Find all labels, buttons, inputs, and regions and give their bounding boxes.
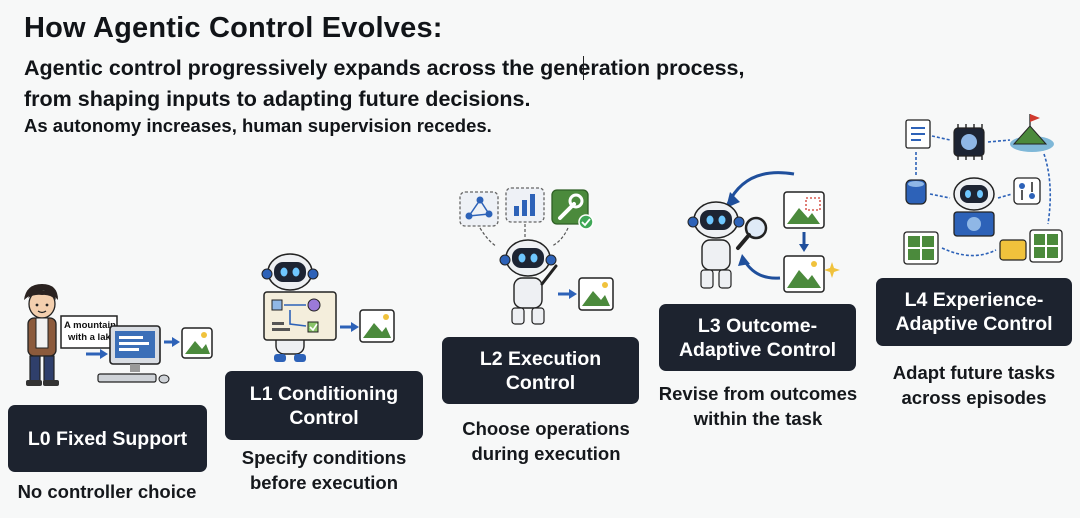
- computer-icon: [97, 325, 170, 384]
- l0-illustration: A mountain with a lake: [24, 284, 213, 386]
- level-box-l2: L2 Execution Control: [442, 337, 639, 404]
- level-box-l4: L4 Experience- Adaptive Control: [876, 278, 1072, 346]
- level-label-l4-line-2: Adaptive Control: [895, 313, 1053, 335]
- l1-illustration: [261, 253, 395, 362]
- level-desc-l2-line-1: Choose operations: [462, 418, 630, 439]
- level-desc-l4-line-2: across episodes: [901, 387, 1047, 408]
- graph-tool-icon: [459, 191, 499, 227]
- level-box-l1: L1 Conditioning Control: [225, 371, 423, 440]
- prompt-speech-bubble: A mountain with a lake: [60, 315, 118, 349]
- level-label-l1-line-1: L1 Conditioning: [249, 382, 399, 405]
- document-icon: [905, 119, 931, 149]
- l4-illustration: [903, 114, 1063, 265]
- subtitle-line-2: from shaping inputs to adapting future d…: [24, 87, 531, 111]
- person-icon: [24, 284, 59, 386]
- processor-brain-icon: [953, 124, 985, 160]
- mountain-flag-icon: [1010, 114, 1054, 152]
- level-desc-l3-line-2: within the task: [693, 408, 823, 429]
- draft-image-icon: [783, 191, 825, 229]
- revised-image-icon: [783, 255, 840, 293]
- level-box-l0: L0 Fixed Support: [8, 405, 207, 472]
- condition-board-icon: [263, 291, 337, 341]
- level-label-l3-line-1: L3 Outcome-: [697, 314, 818, 337]
- magnifier-icon: [736, 216, 768, 250]
- level-desc-l1-line-1: Specify conditions: [241, 447, 407, 468]
- robot-icon: [687, 201, 745, 289]
- level-label-l2-line-1: L2 Execution: [479, 347, 602, 370]
- speech-line-2: with a lake: [67, 332, 116, 343]
- autonomy-note: As autonomy increases, human supervision…: [24, 115, 492, 136]
- level-box-l3: L3 Outcome- Adaptive Control: [659, 304, 856, 371]
- robot-icon: [499, 239, 558, 325]
- bar-chart-tool-icon: [505, 187, 545, 223]
- page-title: How Agentic Control Evolves:: [24, 12, 443, 44]
- level-label-l0: L0 Fixed Support: [27, 427, 188, 450]
- level-desc-l0: No controller choice: [0, 479, 214, 504]
- level-desc-l3-line-1: Revise from outcomes: [658, 383, 858, 404]
- level-desc-l0-line-1: No controller choice: [17, 481, 197, 502]
- image-output-icon: [359, 309, 395, 343]
- folder-icon: [999, 239, 1027, 261]
- image-stack-icon: [1029, 229, 1063, 263]
- level-label-l1-line-2: Control: [289, 406, 359, 429]
- page-subtitle: Agentic control progressively expands ac…: [24, 53, 844, 115]
- level-desc-l2: Choose operations during execution: [436, 416, 656, 466]
- level-label-l4-line-1: L4 Experience-: [904, 289, 1044, 311]
- level-desc-l2-line-2: during execution: [471, 443, 621, 464]
- level-desc-l4-line-1: Adapt future tasks: [892, 362, 1056, 383]
- settings-panel-icon: [1013, 177, 1041, 205]
- l3-illustration: [687, 171, 840, 293]
- level-label-l2-line-2: Control: [505, 371, 576, 394]
- subtitle-line-1: Agentic control progressively expands ac…: [24, 56, 745, 80]
- image-grid-icon: [903, 231, 939, 265]
- robot-reading-icon: [953, 177, 995, 237]
- l2-illustration: [459, 187, 614, 325]
- level-label-l3-line-2: Adaptive Control: [678, 338, 837, 361]
- level-desc-l3: Revise from outcomes within the task: [647, 381, 869, 431]
- database-icon: [905, 179, 927, 205]
- level-desc-l1-line-2: before execution: [249, 472, 399, 493]
- image-output-icon: [578, 277, 614, 311]
- text-cursor: [583, 56, 584, 80]
- level-desc-l4: Adapt future tasks across episodes: [866, 360, 1080, 410]
- wrench-tool-icon: [551, 189, 594, 230]
- level-desc-l1: Specify conditions before execution: [214, 445, 434, 495]
- speech-line-1: A mountain: [64, 320, 116, 331]
- image-output-icon: [181, 327, 213, 359]
